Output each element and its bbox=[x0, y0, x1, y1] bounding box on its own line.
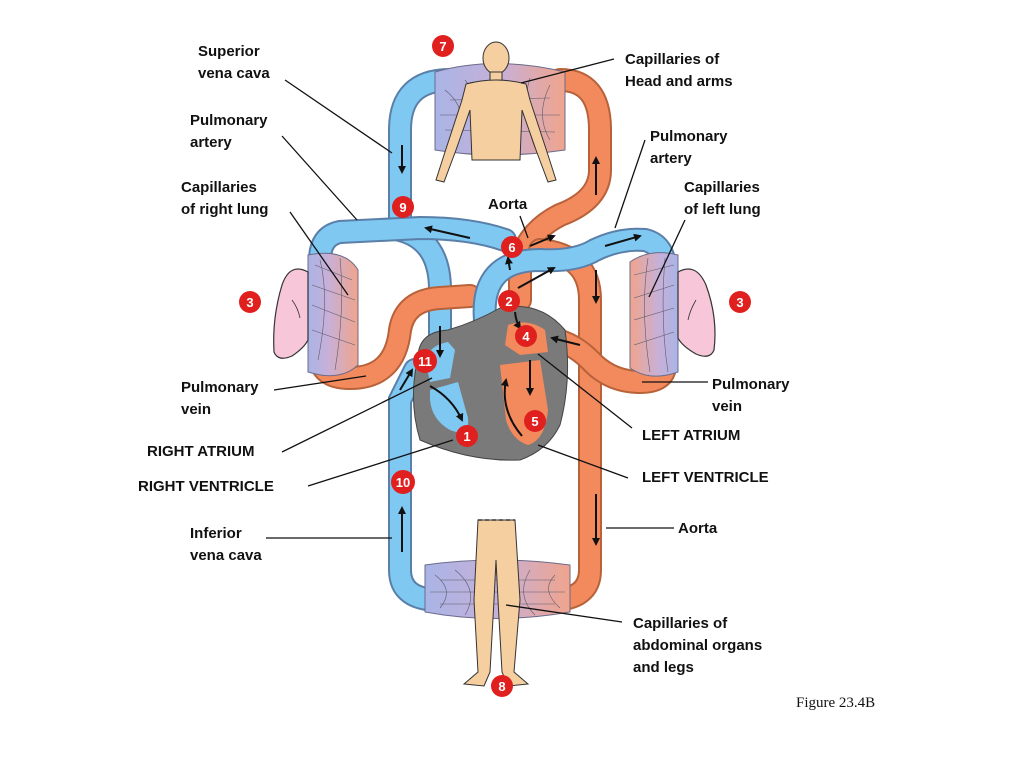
svg-text:6: 6 bbox=[508, 240, 515, 255]
leader-lines bbox=[266, 58, 708, 623]
label-aorta-bottom: Aorta bbox=[678, 520, 718, 537]
left-lung bbox=[677, 268, 716, 357]
step-badge-6: 6 bbox=[501, 236, 523, 258]
label-right-ventricle: RIGHT VENTRICLE bbox=[138, 478, 274, 495]
label-aorta-top: Aorta bbox=[488, 196, 528, 213]
svg-text:3: 3 bbox=[736, 295, 743, 310]
step-badge-4: 4 bbox=[515, 325, 537, 347]
step-badge-3-left-lung: 3 bbox=[729, 291, 751, 313]
svg-text:3: 3 bbox=[246, 295, 253, 310]
human-figure bbox=[435, 41, 557, 687]
step-badge-2: 2 bbox=[498, 290, 520, 312]
right-lung bbox=[273, 268, 309, 359]
flow-arrows bbox=[398, 145, 642, 552]
label-left-ventricle: LEFT VENTRICLE bbox=[642, 469, 769, 486]
svg-text:11: 11 bbox=[418, 354, 432, 369]
svg-text:2: 2 bbox=[505, 294, 512, 309]
step-badge-3-right-lung: 3 bbox=[239, 291, 261, 313]
step-badge-9: 9 bbox=[392, 196, 414, 218]
step-badge-5: 5 bbox=[524, 410, 546, 432]
step-badge-1: 1 bbox=[456, 425, 478, 447]
step-badge-10: 10 bbox=[391, 470, 415, 494]
step-badge-11: 11 bbox=[413, 349, 437, 373]
step-badge-8: 8 bbox=[491, 675, 513, 697]
step-badges: 1 2 3 3 4 5 6 7 8 9 10 11 bbox=[239, 35, 751, 697]
svg-text:1: 1 bbox=[463, 429, 470, 444]
svg-text:7: 7 bbox=[439, 39, 446, 54]
step-badge-7: 7 bbox=[432, 35, 454, 57]
svg-text:10: 10 bbox=[396, 475, 410, 490]
svg-text:8: 8 bbox=[498, 679, 505, 694]
capillaries-left-lung bbox=[629, 252, 679, 377]
label-left-atrium: LEFT ATRIUM bbox=[642, 427, 740, 444]
svg-text:5: 5 bbox=[531, 414, 538, 429]
figure-caption: Figure 23.4B bbox=[796, 695, 875, 711]
capillaries-right-lung bbox=[307, 252, 359, 377]
svg-text:4: 4 bbox=[522, 329, 530, 344]
svg-text:9: 9 bbox=[399, 200, 406, 215]
label-right-atrium: RIGHT ATRIUM bbox=[147, 443, 254, 460]
